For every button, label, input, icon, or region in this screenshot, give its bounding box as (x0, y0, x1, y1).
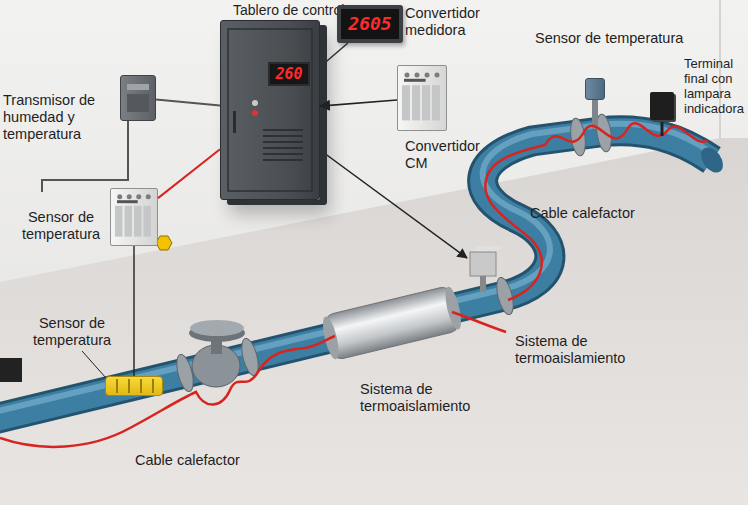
panel-title: Tablero de control (233, 2, 344, 18)
panel-vent (263, 129, 303, 131)
indicator-light (252, 100, 258, 106)
device-label: Convertidor medidora (405, 5, 497, 39)
end-terminal: Terminal final con lampara indicadora (650, 92, 674, 120)
panel-vent (263, 153, 303, 155)
terminal-screw (127, 194, 132, 199)
connector (158, 149, 220, 198)
valve-handle-top (190, 320, 244, 336)
heating-cable (452, 312, 506, 332)
terminal-screw (405, 72, 410, 77)
module-detail (111, 189, 157, 245)
module-print (117, 200, 138, 203)
device-label: Terminal final con lampara indicadora (684, 56, 747, 116)
pipe (0, 131, 712, 420)
module-print (404, 79, 426, 82)
device-label: Sensor de temperatura (535, 30, 683, 47)
display-value: 260 (270, 64, 308, 84)
transmitter-face (127, 94, 149, 112)
connector (320, 100, 397, 106)
device-label: Transmisor de humedad y temperatura (3, 92, 111, 143)
sleeve-body (323, 285, 460, 360)
heating-cable (545, 123, 708, 145)
part-label: Sistema de termoaislamiento (515, 333, 647, 367)
pipe-flange (568, 117, 587, 157)
relay-sensor: Sensor de temperatura (110, 188, 158, 246)
part-label: Cable calefactor (530, 205, 635, 222)
clamp-rib (116, 379, 118, 393)
insulation-sleeve (320, 284, 465, 361)
signal-arrow (320, 150, 467, 258)
panel-handle (233, 111, 236, 133)
panel-vent (263, 135, 303, 137)
meter-converter: 2605Convertidor medidora (337, 5, 403, 43)
end-box (0, 358, 22, 382)
clamp-sensor: Sensor de temperatura (105, 376, 163, 396)
connector (156, 100, 220, 106)
panel-door (228, 29, 312, 191)
clamp-rib (140, 379, 142, 393)
device-label: Sensor de temperatura (22, 315, 122, 349)
panel-vent (263, 147, 303, 149)
junction-stem (480, 276, 486, 292)
pipe-shadow (0, 131, 712, 420)
part-label: Sistema de termoaislamiento (360, 381, 492, 415)
module-slot (422, 85, 430, 120)
panel-detail (221, 21, 319, 199)
module-slot (432, 85, 440, 120)
module-slot (402, 85, 410, 120)
junction-top (470, 246, 504, 252)
clamp-detail (106, 377, 162, 395)
display-value: 2605 (341, 9, 399, 39)
pipe-highlight (0, 124, 712, 413)
floor (0, 138, 748, 505)
clamp-rib (128, 379, 130, 393)
terminal-screw (415, 72, 420, 77)
device-label: Sensor de temperatura (15, 209, 107, 243)
panel-vent (263, 159, 303, 161)
cm-converter: Convertidor CM (397, 65, 447, 131)
digital-display: 260 (268, 62, 310, 86)
pipe-end (697, 143, 728, 176)
terminal-screw (146, 194, 151, 199)
panel-vent (263, 141, 303, 143)
terminal-screw (435, 72, 440, 77)
transmitter-detail (121, 76, 155, 120)
module-slot (412, 85, 420, 120)
humidity-transmitter: Transmisor de humedad y temperatura (120, 75, 156, 121)
connector (133, 246, 134, 376)
indicator-light (252, 110, 258, 116)
warning-badge (156, 236, 172, 250)
transmitter-plate (127, 84, 149, 90)
terminal-screw (117, 194, 122, 199)
heating-cable (485, 145, 545, 300)
module-slot (134, 206, 142, 237)
terminal-screw (136, 194, 141, 199)
clamp-rib (152, 379, 154, 393)
module-slot (125, 206, 133, 237)
device-label: Convertidor CM (405, 138, 491, 172)
leader-line (82, 351, 106, 378)
part-label: Cable calefactor (135, 452, 240, 469)
heating-cable (0, 336, 335, 447)
terminal-screw (425, 72, 430, 77)
pipe-flange (494, 276, 517, 316)
control-panel: Tablero de control260 (220, 20, 320, 200)
junction-box (470, 252, 496, 276)
module-detail (398, 66, 446, 130)
connector (320, 43, 348, 67)
sleeve-end (442, 285, 464, 331)
terminal-stem (661, 120, 664, 136)
module-slot (115, 206, 123, 237)
module-slot (144, 206, 152, 237)
pipe-sensor: Sensor de temperatura (585, 78, 605, 100)
